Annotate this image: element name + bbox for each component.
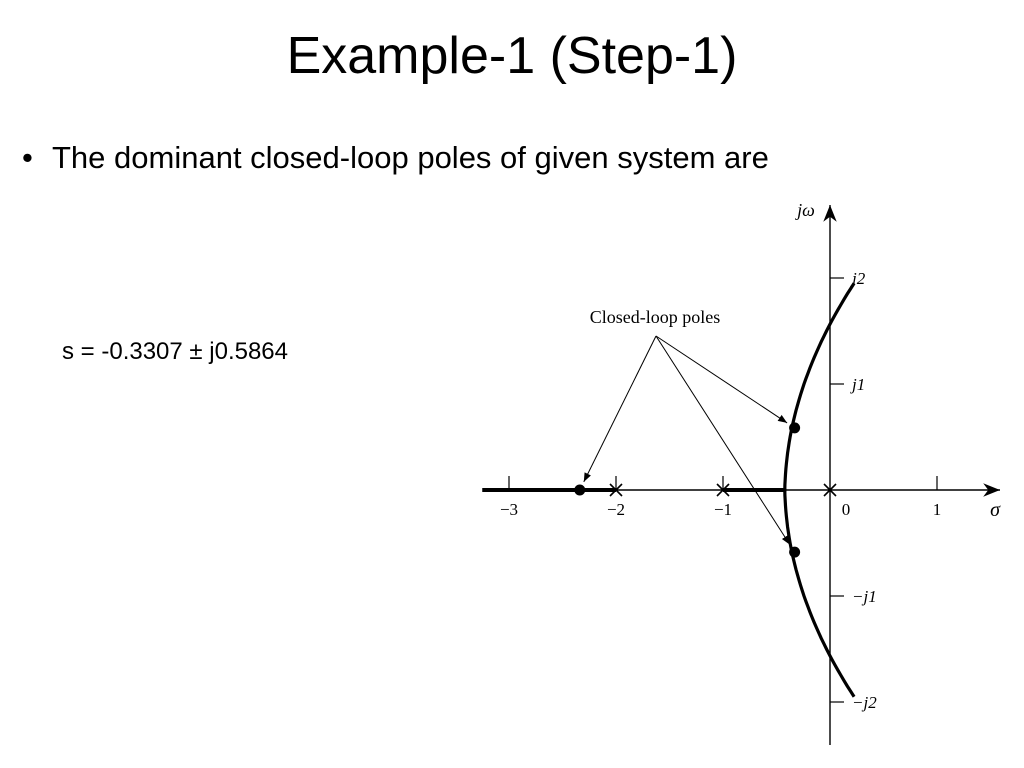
bullet-text: The dominant closed-loop poles of given … bbox=[52, 140, 769, 175]
closed-loop-pole bbox=[789, 422, 801, 434]
open-loop-pole-icon bbox=[609, 483, 623, 497]
annotation-arrows bbox=[583, 335, 791, 545]
slide-title: Example-1 (Step-1) bbox=[286, 27, 738, 85]
open-loop-pole-icon bbox=[716, 483, 730, 497]
bullet-point: • The dominant closed-loop poles of given… bbox=[22, 136, 769, 180]
x-axis-label: σ bbox=[990, 499, 1001, 521]
x-ticks: −3 −2 −1 0 1 bbox=[500, 476, 941, 519]
x-tick-label: −1 bbox=[714, 500, 732, 519]
locus-branch-upper bbox=[783, 282, 856, 492]
x-tick-label: 0 bbox=[842, 500, 851, 519]
closed-loop-pole bbox=[789, 546, 801, 558]
pole-cross-stroke bbox=[609, 483, 623, 497]
annotation-arrow bbox=[583, 335, 657, 483]
closed-loop-poles-annotation: Closed-loop poles bbox=[590, 307, 721, 327]
closed-loop-pole bbox=[574, 484, 586, 496]
pole-cross-stroke bbox=[823, 483, 837, 497]
annotation-arrow bbox=[655, 335, 788, 424]
locus-branches bbox=[482, 282, 856, 698]
y-tick-label: j1 bbox=[850, 375, 865, 394]
open-loop-poles bbox=[609, 483, 837, 497]
y-tick-label: −j2 bbox=[852, 693, 877, 712]
x-tick-label: −3 bbox=[500, 500, 518, 519]
y-axis-label: jω bbox=[795, 200, 815, 220]
y-tick-label: −j1 bbox=[852, 587, 877, 606]
annotation-arrow bbox=[655, 335, 791, 545]
locus-branch-lower bbox=[783, 488, 856, 698]
pole-cross-stroke bbox=[716, 483, 730, 497]
x-tick-label: 1 bbox=[933, 500, 942, 519]
open-loop-pole-icon bbox=[823, 483, 837, 497]
pole-equation: s = -0.3307 ± j0.5864 bbox=[62, 338, 288, 365]
bullet-icon: • bbox=[22, 140, 33, 175]
x-tick-label: −2 bbox=[607, 500, 625, 519]
closed-loop-poles bbox=[574, 422, 801, 558]
